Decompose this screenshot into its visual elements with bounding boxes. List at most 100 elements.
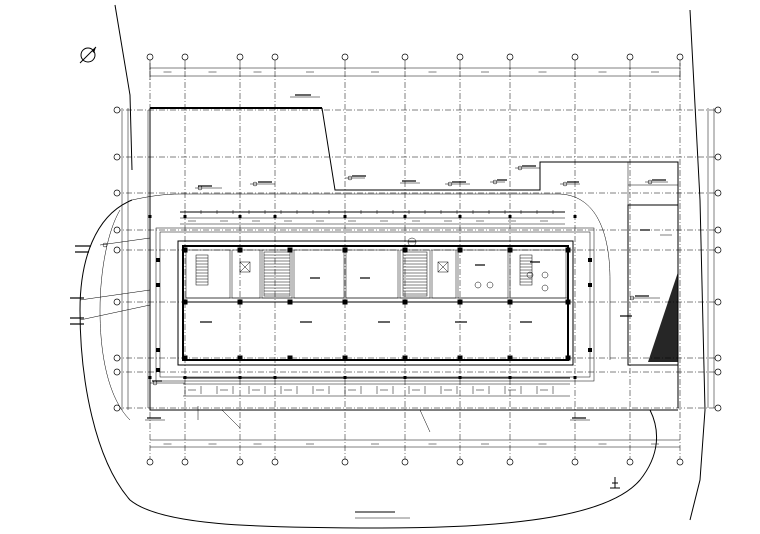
column [507, 247, 513, 253]
column [182, 299, 188, 305]
grid-bubble [676, 458, 684, 466]
grid-bubble [506, 458, 514, 466]
column [342, 299, 348, 305]
dimension-ticks [184, 210, 554, 394]
column [238, 215, 242, 218]
structural-columns [148, 215, 592, 379]
annotation-leaders [79, 96, 668, 433]
column [588, 283, 592, 287]
drawing-title [355, 511, 410, 519]
grid-bubble [626, 53, 634, 61]
grid-bubble [714, 404, 722, 412]
entrance-marker [610, 477, 620, 489]
grid-bubble [146, 458, 154, 466]
column [183, 376, 187, 379]
left-dimension-line [121, 108, 129, 410]
grid-bubble [571, 458, 579, 466]
column [148, 376, 152, 379]
column [156, 258, 160, 262]
column [156, 348, 160, 352]
grid-bubble [236, 53, 244, 61]
column [342, 355, 348, 361]
stair [263, 251, 291, 297]
column [237, 299, 243, 305]
column [457, 355, 463, 361]
grid-bubble [676, 53, 684, 61]
column [343, 215, 347, 218]
grid-bubble [146, 53, 154, 61]
annex-block [627, 162, 679, 366]
column [156, 368, 160, 372]
grid-bubble [456, 458, 464, 466]
main-building [155, 211, 595, 397]
column [458, 215, 462, 218]
site-boundary [79, 4, 706, 529]
column [573, 215, 577, 218]
column [402, 355, 408, 361]
column [238, 376, 242, 379]
grid-bubble [714, 189, 722, 197]
column [507, 355, 513, 361]
column [565, 355, 571, 361]
column [507, 299, 513, 305]
grid-bubble [181, 53, 189, 61]
grid-bubble [401, 458, 409, 466]
bottom-dimension-line [150, 409, 680, 448]
grid-bubble [113, 354, 121, 362]
grid-bubble [714, 298, 722, 306]
column [287, 247, 293, 253]
grid-bubble [271, 53, 279, 61]
grid-bubble [626, 458, 634, 466]
column [287, 299, 293, 305]
column [273, 376, 277, 379]
column [273, 215, 277, 218]
grid-bubble [341, 53, 349, 61]
grid-bubble [113, 226, 121, 234]
column [508, 215, 512, 218]
podium-outline [147, 107, 679, 411]
column [458, 376, 462, 379]
column [457, 247, 463, 253]
column [588, 258, 592, 262]
grid-bubble [714, 106, 722, 114]
column [402, 299, 408, 305]
column [573, 376, 577, 379]
vertical-axis-grid [146, 53, 684, 466]
stair [402, 251, 428, 297]
illegible-annotations [70, 94, 666, 419]
grid-bubble [236, 458, 244, 466]
grid-bubble [271, 458, 279, 466]
grid-bubble [341, 458, 349, 466]
grid-bubble [181, 458, 189, 466]
grid-bubble [714, 226, 722, 234]
top-dimension-line [149, 63, 681, 80]
grid-bubble [113, 404, 121, 412]
grid-bubble [506, 53, 514, 61]
column [342, 247, 348, 253]
right-dimension-line [707, 108, 715, 408]
grid-bubble [401, 53, 409, 61]
column [508, 376, 512, 379]
column [343, 376, 347, 379]
column [588, 348, 592, 352]
grid-bubble [113, 368, 121, 376]
column [565, 299, 571, 305]
grid-bubble [113, 153, 121, 161]
north-arrow [79, 46, 97, 64]
grid-bubble [714, 246, 722, 254]
grid-bubble [113, 246, 121, 254]
core-rooms [185, 237, 567, 299]
column [403, 215, 407, 218]
grid-bubble [714, 368, 722, 376]
column [287, 355, 293, 361]
grid-bubble [571, 53, 579, 61]
grid-bubble [113, 189, 121, 197]
grid-bubble [113, 298, 121, 306]
column [156, 283, 160, 287]
column [182, 355, 188, 361]
column [402, 247, 408, 253]
column [565, 247, 571, 253]
grid-bubble [113, 106, 121, 114]
column [148, 215, 152, 218]
